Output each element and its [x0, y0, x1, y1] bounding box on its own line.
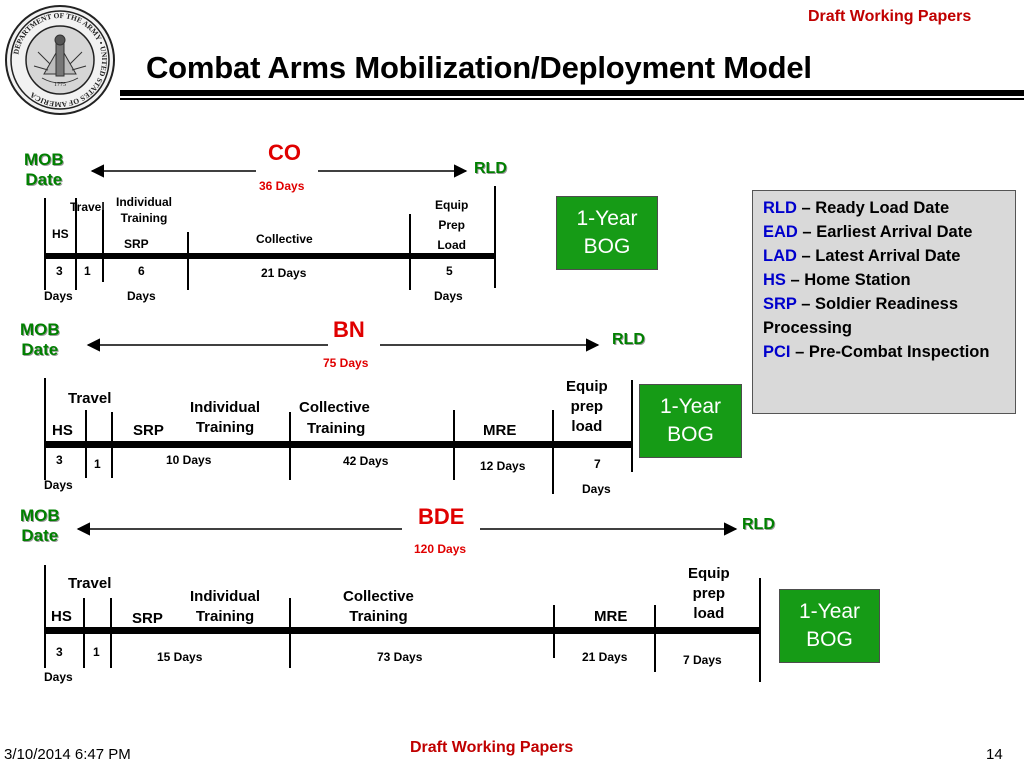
legend-item: LAD – Latest Arrival Date	[763, 247, 961, 265]
legend-item: SRP – Soldier Readiness Processing	[763, 295, 959, 337]
co-hs-label: HS	[52, 227, 69, 241]
bn-mre-days: 12 Days	[480, 459, 526, 473]
bn-travel-label: Travel	[68, 390, 112, 407]
co-travel-count: 1	[84, 264, 91, 278]
bn-timeline	[44, 338, 633, 494]
bn-total-days: 75 Days	[323, 356, 369, 370]
bde-travel-count: 1	[93, 645, 100, 659]
bde-unit-label: BDE	[418, 504, 465, 529]
co-individual-count: 6	[138, 264, 145, 278]
bde-mre-label: MRE	[594, 608, 628, 625]
bn-equip-unit: Days	[582, 482, 611, 496]
page-title: Combat Arms Mobilization/Deployment Mode…	[146, 50, 812, 85]
co-equip-count: 5	[446, 264, 453, 278]
bn-bar	[44, 441, 632, 448]
title-rule-thin	[120, 98, 1024, 100]
co-bar	[44, 253, 496, 259]
bn-hs-label: HS	[52, 422, 73, 439]
legend-item: PCI – Pre-Combat Inspection	[763, 343, 990, 361]
army-seal-logo: 1775 DEPARTMENT OF THE ARMY • UNITED STA…	[5, 5, 115, 115]
bde-bar	[44, 627, 760, 634]
bn-srp-label: SRP	[133, 422, 164, 439]
bn-travel-count: 1	[94, 457, 101, 471]
legend-item: RLD – Ready Load Date	[763, 199, 950, 217]
page-number: 14	[986, 746, 1003, 763]
bde-hs-count: 3	[56, 645, 63, 659]
co-rld-label: RLD	[474, 160, 507, 177]
bn-hs-unit: Days	[44, 478, 73, 492]
seal-year: 1775	[54, 82, 66, 88]
legend-item: HS – Home Station	[763, 271, 911, 289]
footer-date: 3/10/2014 6:47 PM	[4, 746, 131, 763]
title-rule-thick	[120, 90, 1024, 96]
bn-collective-days: 42 Days	[343, 454, 389, 468]
legend-item: EAD – Earliest Arrival Date	[763, 223, 973, 241]
bde-hs-label: HS	[51, 608, 72, 625]
co-srp-label: SRP	[124, 237, 149, 251]
co-equip-unit: Days	[434, 289, 463, 303]
bde-equip-days: 7 Days	[683, 653, 722, 667]
bde-individual-days: 15 Days	[157, 650, 203, 664]
bn-hs-count: 3	[56, 453, 63, 467]
bn-rld-label: RLD	[612, 331, 645, 348]
co-unit-label: CO	[268, 140, 301, 165]
bde-timeline	[44, 522, 761, 682]
bn-individual-days: 10 Days	[166, 453, 212, 467]
bn-mre-label: MRE	[483, 422, 517, 439]
footer-draft-label: Draft Working Papers	[410, 739, 574, 756]
bn-unit-label: BN	[333, 317, 365, 342]
co-individual-unit: Days	[127, 289, 156, 303]
bde-hs-unit: Days	[44, 670, 73, 684]
abbreviation-legend: RLD – Ready Load Date EAD – Earliest Arr…	[752, 190, 1016, 414]
bde-total-days: 120 Days	[414, 542, 467, 556]
bn-equip-count: 7	[594, 457, 601, 471]
co-timeline	[44, 164, 496, 290]
bde-rld-label: RLD	[742, 516, 775, 533]
co-hs-count: 3	[56, 264, 63, 278]
bde-travel-label: Travel	[68, 575, 112, 592]
co-collective-label: Collective	[256, 232, 313, 246]
co-hs-unit: Days	[44, 289, 73, 303]
bde-mre-days: 21 Days	[582, 650, 628, 664]
co-travel-label: Travel	[70, 200, 105, 214]
header-draft-label: Draft Working Papers	[808, 8, 972, 25]
co-total-days: 36 Days	[259, 179, 305, 193]
bde-srp-label: SRP	[132, 610, 163, 627]
bde-collective-days: 73 Days	[377, 650, 423, 664]
co-collective-days: 21 Days	[261, 266, 307, 280]
